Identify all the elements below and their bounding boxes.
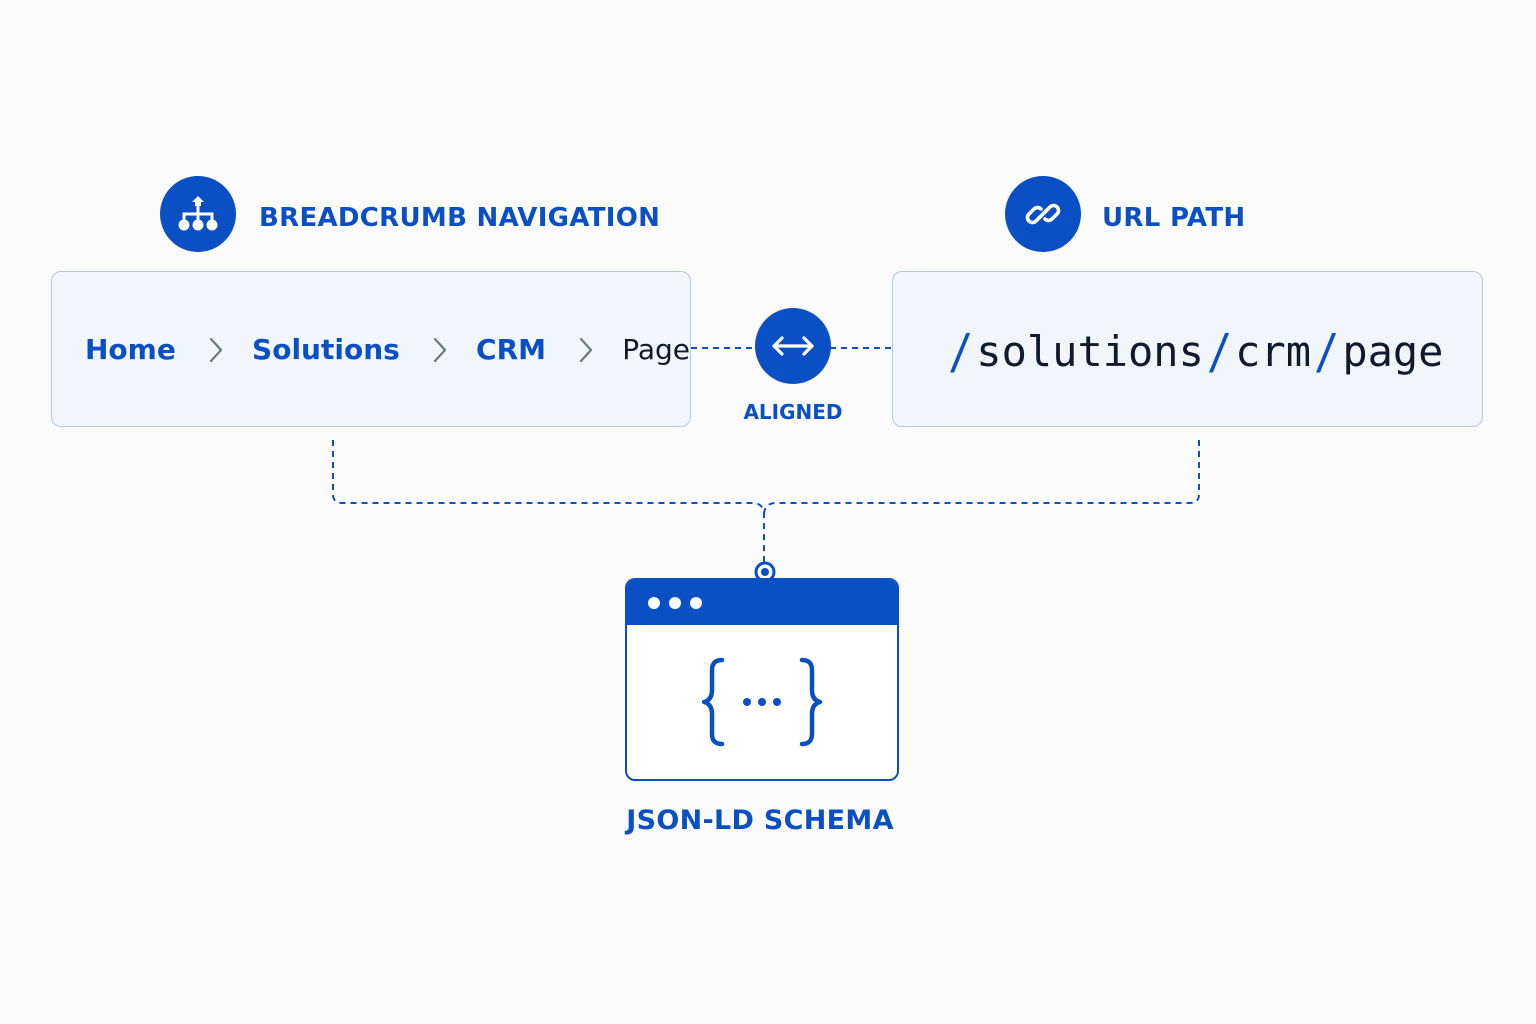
chevron-right-icon [432, 336, 448, 364]
breadcrumb-item-current: Page [622, 333, 690, 366]
curly-braces-icon [701, 657, 823, 747]
aligned-label: ALIGNED [743, 400, 843, 424]
breadcrumb-item-crm[interactable]: CRM [476, 333, 546, 366]
path-segment-page: page [1342, 327, 1444, 376]
path-separator: / [1314, 323, 1340, 380]
double-arrow-icon [755, 308, 831, 384]
schema-window-titlebar [627, 580, 897, 625]
url-to-schema-line [763, 440, 1200, 516]
breadcrumb: Home Solutions CRM Page [52, 272, 690, 426]
breadcrumb-section-title: BREADCRUMB NAVIGATION [259, 203, 661, 233]
path-segment-crm: crm [1235, 327, 1312, 376]
schema-window-body [627, 625, 897, 779]
window-dot [648, 597, 660, 609]
url-path-panel: / solutions / crm / page [892, 271, 1483, 427]
window-dot [669, 597, 681, 609]
chevron-right-icon [578, 336, 594, 364]
link-icon [1005, 176, 1081, 252]
schema-window [625, 578, 899, 781]
schema-label: JSON-LD SCHEMA [626, 805, 894, 836]
window-dot [690, 597, 702, 609]
breadcrumb-item-home[interactable]: Home [85, 333, 176, 366]
breadcrumb-item-solutions[interactable]: Solutions [252, 333, 400, 366]
breadcrumb-to-schema-line [332, 440, 765, 562]
path-separator: / [1206, 323, 1233, 380]
chevron-right-icon [208, 336, 224, 364]
sitemap-icon [160, 176, 236, 252]
breadcrumb-panel: Home Solutions CRM Page [51, 271, 691, 427]
url-section-title: URL PATH [1102, 203, 1246, 233]
path-segment-solutions: solutions [976, 327, 1204, 376]
path-separator: / [948, 323, 974, 380]
url-path: / solutions / crm / page [893, 272, 1482, 426]
